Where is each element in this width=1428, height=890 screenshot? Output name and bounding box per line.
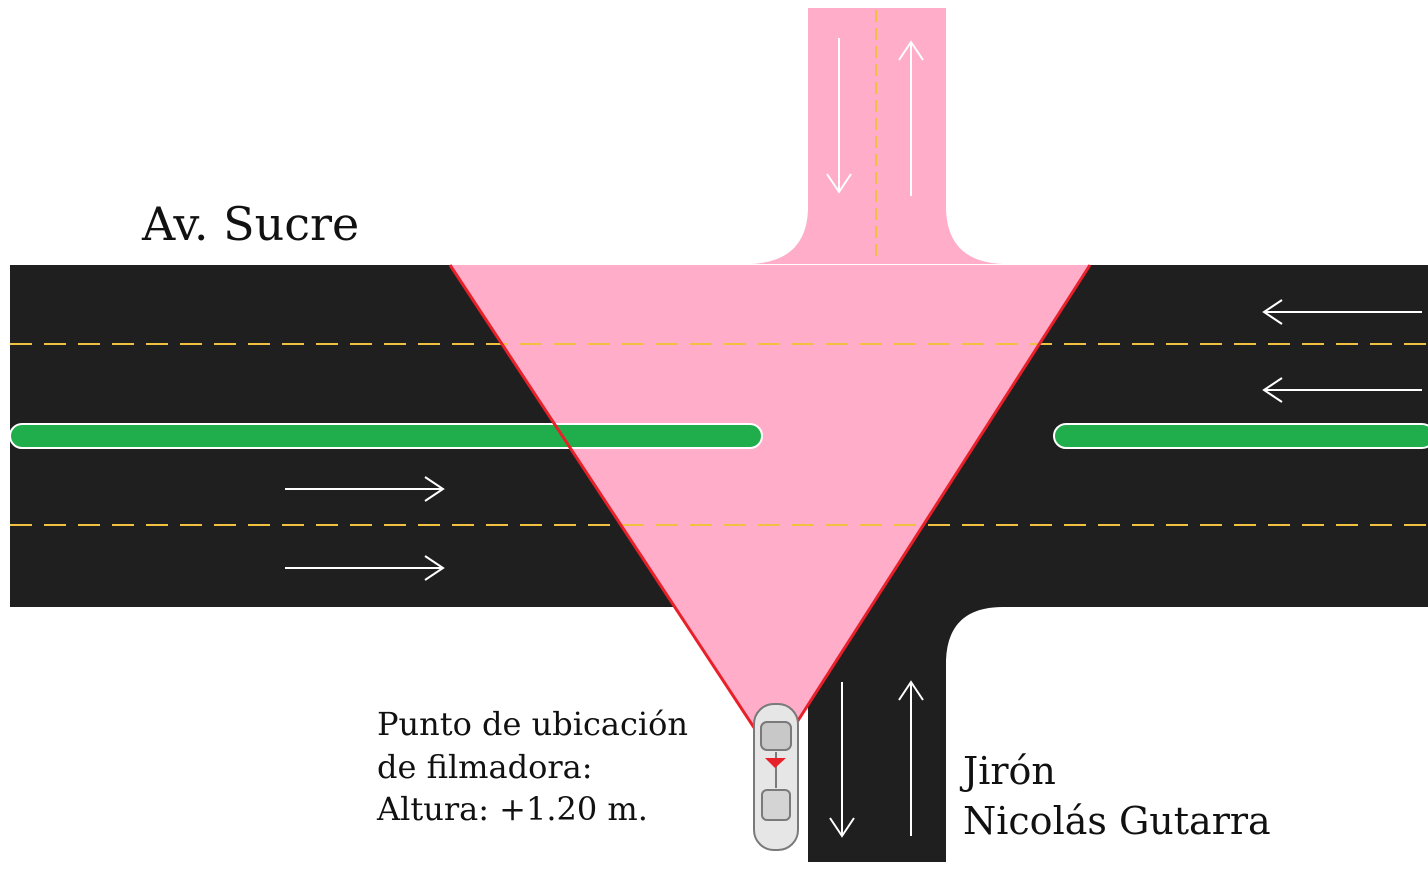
median-west xyxy=(9,423,763,449)
view-edge-right xyxy=(772,264,1092,759)
car-icon xyxy=(753,703,799,851)
street-label-line2: Nicolás Gutarra xyxy=(963,799,1271,843)
camera-point xyxy=(765,758,786,768)
camera-view-cone xyxy=(450,265,1090,758)
arrow-icon xyxy=(285,476,445,502)
arrow-icon xyxy=(1262,377,1422,403)
arrow-icon xyxy=(829,682,855,838)
arrow-icon xyxy=(898,680,924,836)
camera-label-line3: Altura: +1.20 m. xyxy=(376,790,648,828)
street-label-line1: Jirón xyxy=(959,749,1056,793)
arrow-icon xyxy=(1262,299,1422,325)
view-edge-left xyxy=(448,264,776,759)
jiron-south-leg xyxy=(808,607,1003,862)
avenue-label: Av. Sucre xyxy=(141,197,359,251)
arrow-icon xyxy=(898,40,924,196)
camera-label-line1: Punto de ubicación xyxy=(377,705,688,743)
median-east xyxy=(1053,423,1428,449)
camera-label-line2: de filmadora: xyxy=(377,748,593,786)
arrow-icon xyxy=(826,38,852,194)
south-west-view-fillet xyxy=(750,607,808,700)
arrow-icon xyxy=(285,555,445,581)
